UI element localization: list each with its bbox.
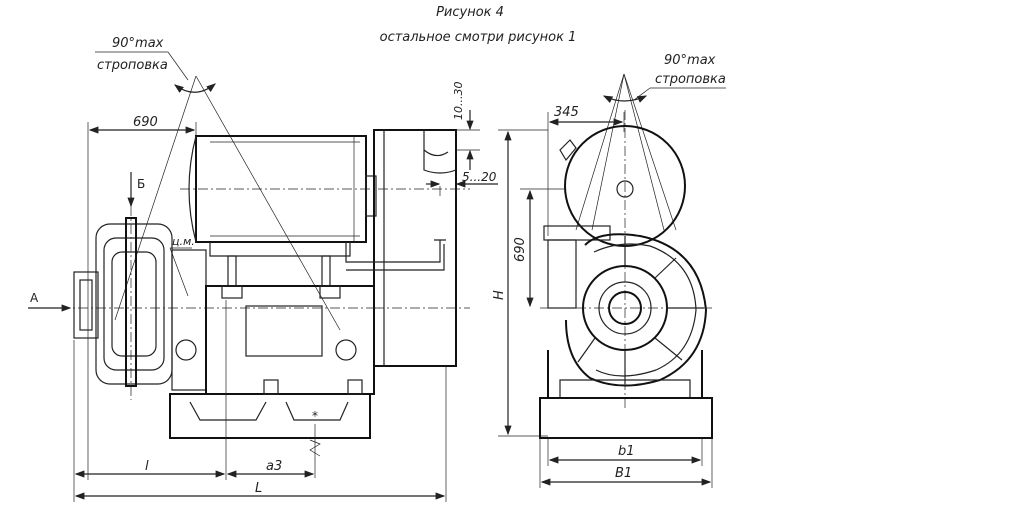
dim-b1-label: b1 [618, 444, 635, 459]
pump-volute [540, 225, 712, 387]
dim-a3-label: a3 [266, 459, 282, 474]
end-view: 90°max строповка 345 690 H [492, 53, 726, 488]
dimension-690-side: 690 [513, 188, 565, 308]
view-arrow-b: Б [127, 172, 145, 208]
center-of-mass: ц.м. [169, 235, 195, 297]
star-label: * [312, 409, 318, 423]
electric-motor [180, 135, 470, 287]
sling-angle-label-right: 90°max [664, 53, 716, 68]
sling-angle-right: 90°max строповка [575, 53, 726, 231]
view-b-label: Б [137, 177, 145, 191]
dim-H-label: H [492, 290, 507, 300]
dimension-5-20: 5...20 [426, 170, 498, 196]
cm-label: ц.м. [172, 235, 195, 248]
dim-345-label: 345 [554, 105, 579, 120]
dimension-345: 345 [547, 105, 625, 236]
pump-casing [73, 206, 173, 400]
dimension-690-top: 690 [87, 115, 197, 480]
side-view: 90°max строповка 690 [28, 36, 498, 502]
sling-word-label-left: строповка [97, 58, 168, 73]
anchor-mark: * [309, 409, 321, 478]
view-arrow-a: А [28, 291, 72, 312]
bearing-frame [60, 249, 380, 395]
dim-l-label: l [145, 459, 149, 474]
dim-B1-label: B1 [615, 466, 632, 481]
dimension-H: H [492, 129, 548, 437]
dimension-B1: B1 [539, 438, 713, 488]
base-frame [169, 379, 371, 439]
dim-690-top-label: 690 [133, 115, 158, 130]
ground-bracket [345, 239, 446, 271]
dimension-l: l [73, 300, 227, 502]
dimension-b1: b1 [547, 438, 703, 466]
dim-L-label: L [255, 481, 262, 496]
dimension-a3: a3 [226, 459, 315, 478]
figure-title: Рисунок 4 [436, 5, 504, 20]
sling-angle-left: 90°max строповка [95, 36, 341, 331]
sling-word-label-right: строповка [655, 72, 726, 87]
figure-subtitle: остальное смотри рисунок 1 [380, 30, 577, 45]
dim-10-30-label: 10...30 [452, 82, 465, 120]
coupling-guard [373, 129, 470, 367]
view-a-label: А [30, 291, 39, 305]
sling-angle-label-left: 90°max [112, 36, 164, 51]
dim-5-20-label: 5...20 [462, 170, 497, 184]
dimension-10-30: 10...30 [452, 82, 480, 170]
pedestal [539, 350, 713, 439]
dimension-L: L [74, 366, 447, 502]
dim-690-side-label: 690 [513, 237, 528, 262]
